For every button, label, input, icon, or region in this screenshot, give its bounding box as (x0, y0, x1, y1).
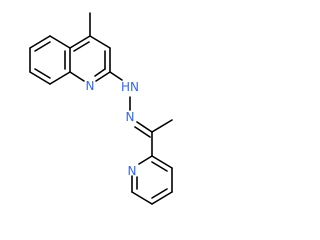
molecule-structure: N HN N N (29, 12, 173, 205)
bond-c8-c8a (49, 71, 71, 85)
atom-label-pyridine-n: N (128, 164, 137, 178)
bond-c8a-n1 (69, 71, 85, 82)
bond-c2-nh (109, 71, 123, 81)
bond-c5-c6 (29, 35, 51, 49)
structure-canvas: N HN N N (29, 12, 173, 205)
atom-label-quinoline-n: N (86, 79, 95, 93)
bond-py-c2-c3-inner (151, 161, 168, 172)
bond-py-c2-c3 (151, 155, 173, 169)
bond-n-c-hydrazone-inner (134, 126, 151, 138)
bond-n1-c2 (95, 71, 111, 82)
bond-c4-c4a (69, 35, 91, 49)
bond-c7-c8 (29, 71, 51, 85)
bond-py-c4-c5-inner (151, 188, 168, 199)
atom-label-hydrazone-nh: HN (121, 80, 139, 94)
bond-c7-c8-inner (34, 68, 51, 79)
bond-n-c-hydrazone (136, 121, 153, 133)
bond-py-n-c2 (138, 155, 153, 165)
bond-c4a-c5 (49, 35, 71, 49)
bond-c4-c4a-inner (73, 41, 90, 52)
bond-c5-c6-inner (34, 41, 51, 52)
atom-label-hydrazone-n: N (126, 110, 135, 124)
bond-c4-c3 (89, 35, 111, 49)
bond-py-c5-c6 (131, 191, 153, 205)
bond-n1-c2-inner (94, 68, 106, 77)
bond-c-methyl (151, 119, 173, 133)
bond-py-c4-c5 (151, 191, 173, 205)
